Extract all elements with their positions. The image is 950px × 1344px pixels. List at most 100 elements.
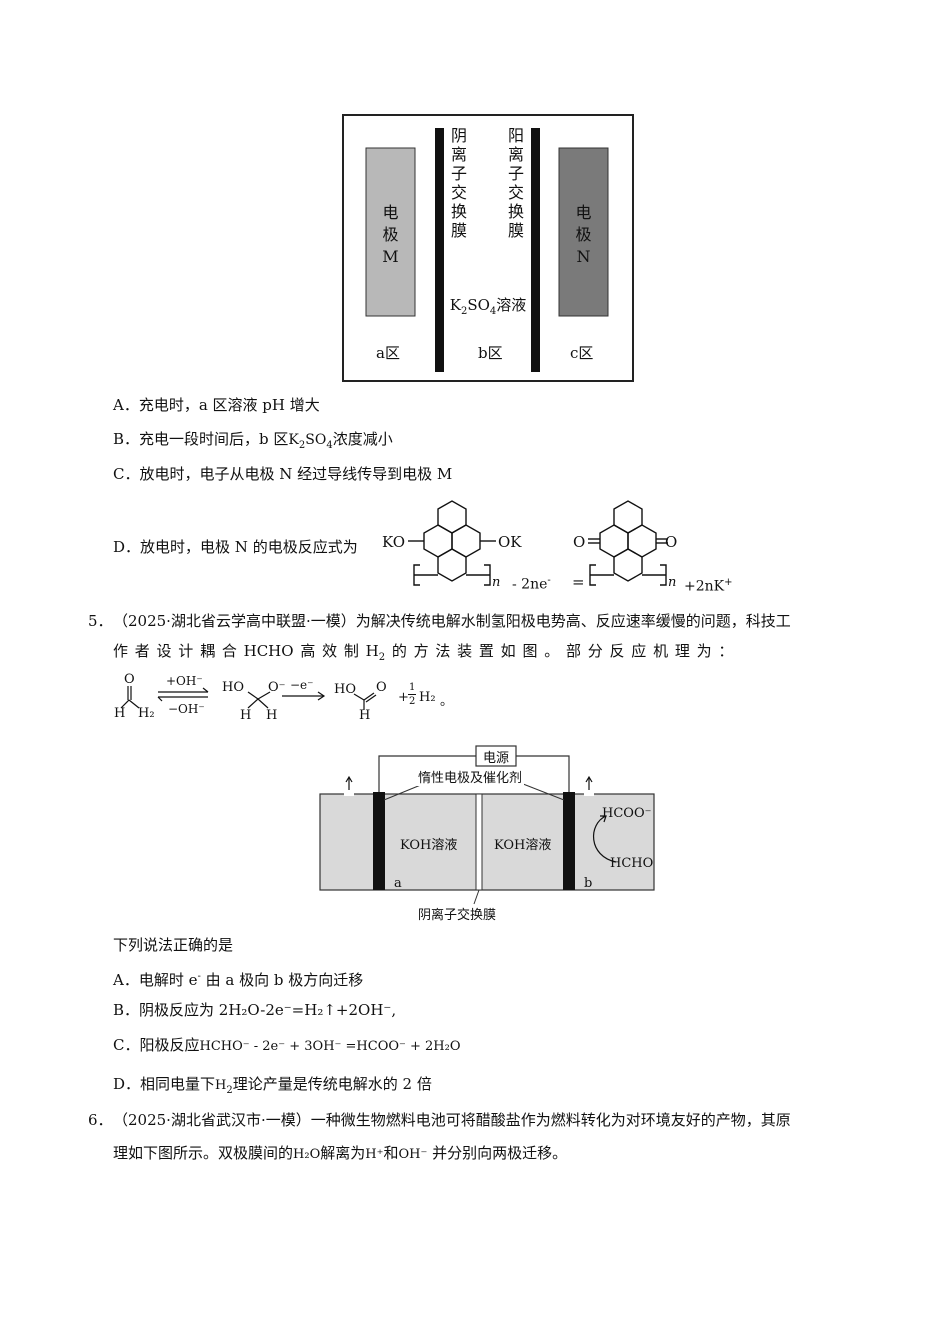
k2so4-so: SO — [467, 296, 490, 314]
cation-membrane — [531, 128, 540, 372]
q5-option-c-equation: HCHO⁻ - 2e⁻ + 3OH⁻ =HCOO⁻ + 2H₂O — [199, 1039, 461, 1054]
q4-option-b: B．充电一段时间后，b 区K2SO4浓度减小 — [113, 429, 393, 456]
q5-option-d: D．相同电量下H2理论产量是传统电解水的 2 倍 — [113, 1074, 432, 1101]
catalyst-label: 惰性电极及催化剂 — [416, 767, 525, 786]
mech-frac-den: 2 — [409, 696, 416, 707]
q5-stem-line2-post: 的 方 法 装 置 如 图 。 部 分 反 应 机 理 为 ： — [385, 642, 734, 660]
electrode-a-label: a — [394, 876, 402, 891]
q6-line2-post: 并分别向两极迁移。 — [427, 1144, 568, 1162]
cation-membrane-char: 交 — [507, 183, 524, 202]
mech-o-minus: O⁻ — [268, 680, 286, 695]
electrode-n-char3: N — [576, 247, 591, 266]
q5-option-d-h: H — [215, 1078, 227, 1093]
q4-option-b-k: K — [288, 432, 299, 448]
q5-option-a-pre: A．电解时 e — [113, 971, 198, 989]
q6-stem-line1: （2025·湖北省武汉市·一模）一种微生物燃料电池可将醋酸盐作为燃料转化为对环境… — [113, 1111, 791, 1129]
koh-left-label: KOH溶液 — [400, 838, 458, 853]
electrode-n — [558, 147, 609, 317]
cation-membrane-char: 阳 — [507, 126, 524, 145]
electrode-m — [365, 147, 416, 317]
q4-option-c: C．放电时，电子从电极 N 经过导线传导到电极 M — [113, 465, 453, 483]
anion-membrane — [435, 128, 444, 372]
q5-mechanism: O H H₂ +OH⁻ −OH⁻ HO O⁻ H H −e⁻ HO O H + … — [110, 672, 470, 728]
q4-d-equals: = — [572, 573, 585, 591]
q4-d-minus: - 2ne- — [512, 575, 551, 593]
zone-a-label: a区 — [376, 344, 400, 362]
q5-stem-line2-pre: 作 者 设 计 耦 合 HCHO 高 效 制 H — [113, 642, 379, 660]
hcho-label: HCHO — [610, 856, 654, 871]
cation-membrane-char: 子 — [507, 164, 524, 183]
mech-h1: H — [114, 706, 126, 721]
electrode-m-label: 电 极 M — [366, 202, 415, 268]
anion-membrane-char: 阴 — [450, 126, 467, 145]
mech-frac-num: 1 — [409, 682, 416, 693]
q4-d-plus: +2nK+ — [684, 577, 733, 595]
mech-arrow-bottom: −OH⁻ — [168, 702, 205, 716]
koh-right-label: KOH溶液 — [494, 838, 552, 853]
q4-d-plus-sup: + — [724, 577, 733, 588]
membrane-label: 阴离子交换膜 — [418, 908, 497, 923]
anion-membrane-char: 离 — [450, 145, 467, 164]
electrode-m-char3: M — [382, 247, 399, 266]
q5-option-d-post: 理论产量是传统电解水的 2 倍 — [232, 1075, 432, 1093]
mech-period: 。 — [440, 694, 454, 709]
hcoo-label: HCOO⁻ — [602, 806, 652, 821]
mech-h2: H₂ — [419, 690, 436, 705]
mech-plus: + — [398, 690, 409, 705]
q6-number: 6． — [88, 1111, 113, 1129]
q4-d-minus-text: - 2ne — [512, 576, 548, 593]
mech-ho2: HO — [334, 682, 356, 697]
electrode-m-char2: 极 — [382, 225, 399, 244]
mech-e-label: −e⁻ — [290, 678, 314, 692]
power-source-box — [475, 745, 517, 767]
electrode-n-char2: 极 — [575, 225, 592, 244]
q4-d-plus-text: +2nK — [684, 578, 725, 595]
power-source-label: 电源 — [482, 751, 509, 766]
q4-d-o1: O — [573, 533, 586, 551]
q6-line2-h: H⁺ — [365, 1147, 384, 1162]
k2so4-k: K — [449, 296, 461, 314]
q4-d-ko: KO — [382, 533, 406, 551]
membrane — [475, 793, 483, 891]
q5-prompt: 下列说法正确的是 — [113, 936, 234, 954]
figure-cell-diagram: 电 极 M 电 极 N 阴 离 子 交 换 膜 阳 离 子 交 换 膜 K2SO… — [342, 114, 634, 382]
cation-membrane-label: 阳 离 子 交 换 膜 — [505, 126, 527, 240]
anion-membrane-char: 交 — [450, 183, 467, 202]
q4-d-reaction: KO OK n - 2ne- = O O n +2nK+ — [380, 495, 770, 595]
anion-membrane-char: 换 — [450, 202, 467, 221]
electrode-n-char1: 电 — [575, 203, 592, 222]
q5-option-d-sub: 2 — [226, 1085, 233, 1096]
mech-o2: O — [376, 680, 387, 695]
ring-bottom — [437, 548, 467, 582]
q5-option-b: B．阴极反应为 2H₂O-2e⁻=H₂↑+2OH⁻, — [113, 1001, 397, 1019]
anthraquinone-reaction-svg — [408, 500, 668, 586]
k2so4-sub2: 2 — [460, 306, 468, 317]
mech-arrow-top: +OH⁻ — [166, 674, 203, 688]
q4-d-o2: O — [665, 533, 678, 551]
electrode-b-label: b — [584, 876, 593, 891]
q4-option-b-sub4: 4 — [326, 440, 333, 451]
mech-ho: HO — [222, 680, 244, 695]
q6-line2-pre: 理如下图所示。双极膜间的 — [113, 1144, 294, 1162]
q4-d-n2: n — [668, 575, 677, 590]
anion-membrane-label: 阴 离 子 交 换 膜 — [448, 126, 470, 240]
q4-d-n1: n — [492, 575, 501, 590]
zone-b-label: b区 — [478, 344, 503, 362]
mech-frac-bar — [408, 694, 416, 695]
electrode-b — [563, 792, 575, 890]
q5-number: 5． — [88, 612, 113, 630]
q5-option-a-post: 由 a 极向 b 极方向迁移 — [200, 971, 364, 989]
k2so4-solution-label: K2SO4溶液 — [444, 294, 532, 317]
q6-line2-oh: OH⁻ — [398, 1147, 428, 1162]
q5-option-c: C．阳极反应HCHO⁻ - 2e⁻ + 3OH⁻ =HCOO⁻ + 2H₂O — [113, 1035, 461, 1057]
q5-stem-line2-sub: 2 — [378, 652, 386, 663]
q4-d-ok: OK — [498, 533, 522, 551]
aq-ring-bottom — [613, 548, 643, 582]
anion-membrane-char: 子 — [450, 164, 467, 183]
cation-membrane-char: 换 — [507, 202, 524, 221]
q5-stem-line2: 作 者 设 计 耦 合 HCHO 高 效 制 H2 的 方 法 装 置 如 图 … — [113, 641, 733, 668]
q4-option-b-so: SO — [305, 432, 327, 448]
q4-option-b-pre: B．充电一段时间后，b 区 — [113, 430, 289, 448]
q5-apparatus: 电源 惰性电极及催化剂 KOH溶液 KOH溶液 HCOO⁻ HCHO a b 阴… — [318, 744, 658, 926]
anion-membrane-char: 膜 — [450, 221, 467, 240]
